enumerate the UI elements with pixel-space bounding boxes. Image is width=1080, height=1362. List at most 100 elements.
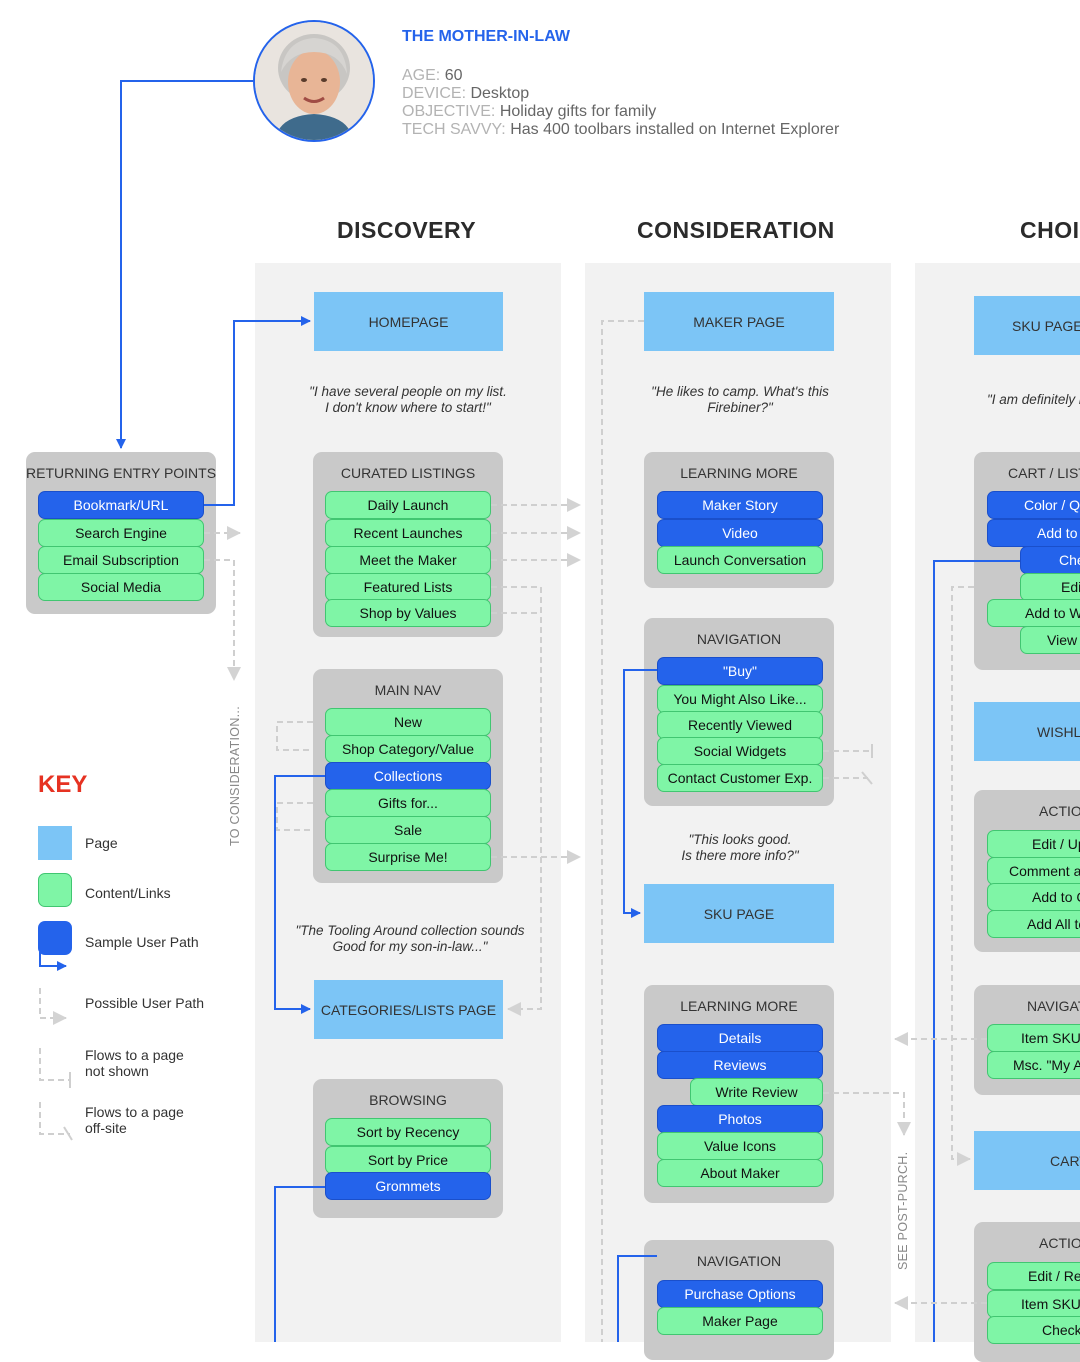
learning-video[interactable]: Video — [657, 519, 823, 547]
key-flows-off-site — [39, 1102, 70, 1135]
learning-write-review[interactable]: Write Review — [690, 1078, 823, 1106]
curated-shop-by-values[interactable]: Shop by Values — [325, 599, 491, 627]
choice-nav-misc[interactable]: Msc. "My A — [987, 1051, 1080, 1079]
stage-choice: CHOI — [1020, 217, 1080, 243]
persona-device: DEVICE: Desktop — [402, 85, 530, 102]
cart-view[interactable]: View — [1020, 626, 1080, 654]
actions-edit-update[interactable]: Edit / Up — [987, 830, 1080, 858]
key-page-swatch — [38, 826, 72, 860]
mainnav-shop-category-value[interactable]: Shop Category/Value — [325, 735, 491, 763]
group-title: LEARNING MORE — [680, 465, 798, 481]
group-title: LEARNING MORE — [680, 998, 798, 1014]
avatar-face-icon — [255, 22, 373, 140]
path-buy-to-sku — [623, 669, 657, 918]
key-flows-not-shown-label: Flows to a page not shown — [85, 1047, 184, 1079]
learning-photos[interactable]: Photos — [657, 1105, 823, 1133]
group-title: CART / LIST — [1008, 465, 1080, 481]
group-title: NAVIGATION — [696, 631, 782, 647]
curated-featured-lists[interactable]: Featured Lists — [325, 573, 491, 601]
key-title: KEY — [38, 771, 88, 798]
dash-entry-down — [204, 559, 241, 681]
key-path-swatch — [38, 921, 72, 955]
stage-consideration: CONSIDERATION — [637, 217, 835, 243]
discovery-quote-2: "The Tooling Around collection sounds Go… — [295, 923, 525, 954]
curated-daily-launch[interactable]: Daily Launch — [325, 491, 491, 519]
actions-add-all[interactable]: Add All to — [987, 910, 1080, 938]
browsing-sort-by-price[interactable]: Sort by Price — [325, 1146, 491, 1174]
persona-name: THE MOTHER-IN-LAW — [402, 28, 570, 45]
key-content-label: Content/Links — [85, 885, 171, 901]
dash-write-review-post — [823, 1092, 911, 1136]
mainnav-surprise-me[interactable]: Surprise Me! — [325, 843, 491, 871]
entry-email-subscription[interactable]: Email Subscription — [38, 546, 204, 574]
key-flows-not-shown — [39, 1048, 70, 1081]
learning-launch-conversation[interactable]: Launch Conversation — [657, 546, 823, 574]
browsing-sort-by-recency[interactable]: Sort by Recency — [325, 1118, 491, 1146]
cart-add-to-wishlist[interactable]: Add to W — [987, 599, 1080, 627]
learning-maker-story[interactable]: Maker Story — [657, 491, 823, 519]
choice-wishlist-page[interactable]: WISHL — [974, 702, 1080, 761]
path-persona-to-entry — [116, 80, 253, 449]
dash-maker-page-in — [601, 320, 644, 1342]
sku-page[interactable]: SKU PAGE — [644, 884, 834, 943]
mainnav-gifts-for[interactable]: Gifts for... — [325, 789, 491, 817]
key-content-swatch — [38, 873, 72, 907]
group-title: MAIN NAV — [374, 682, 442, 698]
categories-lists-page[interactable]: CATEGORIES/LISTS PAGE — [314, 980, 503, 1039]
group-title: CURATED LISTINGS — [340, 465, 476, 481]
nav-purchase-options[interactable]: Purchase Options — [657, 1280, 823, 1308]
consideration-quote-1: "He likes to camp. What's this Firebiner… — [651, 384, 829, 415]
consideration-quote-2: "This looks good. Is there more info?" — [681, 832, 799, 863]
path-collections-to-categories — [274, 775, 325, 1014]
mainnav-collections[interactable]: Collections — [325, 762, 491, 790]
group-title: RETURNING ENTRY POINTS — [26, 465, 217, 481]
flow-off-site-slash — [861, 771, 873, 785]
group-title: NAVIGATION — [696, 1253, 782, 1269]
key-possible-path-label: Possible User Path — [85, 995, 205, 1011]
entry-bookmark-url[interactable]: Bookmark/URL — [38, 491, 204, 519]
choice-sku-page[interactable]: SKU PAGE — [974, 296, 1080, 355]
key-flows-off-site-label: Flows to a page off-site — [85, 1104, 184, 1136]
key-page-label: Page — [85, 835, 118, 851]
nav-contact-customer-exp[interactable]: Contact Customer Exp. — [657, 764, 823, 792]
persona-age: AGE: 60 — [402, 67, 463, 84]
path-nav2-purchase — [617, 1255, 657, 1342]
choice-cart-page[interactable]: CART — [974, 1131, 1080, 1190]
dash-featured-to-categories — [491, 586, 542, 1016]
choice-quote-1: "I am definitely b — [987, 392, 1080, 407]
learning-about-maker[interactable]: About Maker — [657, 1159, 823, 1187]
persona-objective: OBJECTIVE: Holiday gifts for family — [402, 103, 657, 120]
group-title: ACTIO — [1039, 1235, 1080, 1251]
path-bookmark-to-homepage — [204, 316, 311, 506]
mainnav-new[interactable]: New — [325, 708, 491, 736]
actions2-edit-remove[interactable]: Edit / Re — [987, 1262, 1080, 1290]
discovery-quote-1: "I have several people on my list. I don… — [309, 384, 507, 415]
key-possible-path — [39, 988, 67, 1025]
nav-you-might-also-like[interactable]: You Might Also Like... — [657, 685, 823, 713]
persona-tech-savvy: TECH SAVVY: Has 400 toolbars installed o… — [402, 121, 840, 138]
path-checkout-down — [933, 560, 1020, 1342]
dash-mainnav-left-2 — [276, 802, 313, 831]
group-title: NAVIGAT — [1027, 998, 1080, 1014]
key-sample-path-label: Sample User Path — [85, 934, 199, 950]
learning-reviews[interactable]: Reviews — [657, 1051, 823, 1079]
browsing-grommets[interactable]: Grommets — [325, 1172, 491, 1200]
key-sample-path-arrow — [39, 952, 67, 971]
actions2-item-sku[interactable]: Item SKU — [987, 1290, 1080, 1318]
group-title: BROWSING — [369, 1092, 447, 1108]
homepage-page[interactable]: HOMEPAGE — [314, 292, 503, 351]
choice-nav-item-sku[interactable]: Item SKU — [987, 1024, 1080, 1052]
entry-social-media[interactable]: Social Media — [38, 573, 204, 601]
nav-social-widgets[interactable]: Social Widgets — [657, 737, 823, 765]
nav-recently-viewed[interactable]: Recently Viewed — [657, 711, 823, 739]
cart-color-qty[interactable]: Color / Qu — [987, 491, 1080, 519]
curated-meet-the-maker[interactable]: Meet the Maker — [325, 546, 491, 574]
maker-page[interactable]: MAKER PAGE — [644, 292, 834, 351]
dash-choice-left — [951, 586, 974, 1166]
nav-buy[interactable]: "Buy" — [657, 657, 823, 685]
nav-maker-page[interactable]: Maker Page — [657, 1307, 823, 1335]
learning-details[interactable]: Details — [657, 1024, 823, 1052]
persona-avatar — [253, 20, 375, 142]
dash-mainnav-left — [276, 721, 313, 751]
